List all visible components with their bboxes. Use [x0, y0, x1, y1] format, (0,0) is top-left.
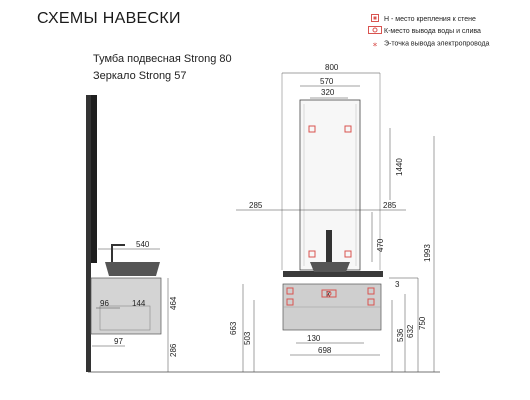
dim-mirror-height: 1440 — [395, 158, 404, 176]
dim-front-698: 698 — [318, 346, 332, 355]
dim-right-offset: 285 — [383, 201, 397, 210]
k-label: К — [326, 290, 331, 299]
water-outlet-icon — [368, 26, 382, 36]
dim-front-663: 663 — [229, 321, 238, 335]
dim-right-3: 3 — [395, 280, 400, 289]
dim-mirror-width: 570 — [320, 77, 334, 86]
dim-side-144: 144 — [132, 299, 146, 308]
dim-right-750: 750 — [418, 316, 427, 330]
dim-front-130: 130 — [307, 334, 321, 343]
dim-side-97: 97 — [114, 337, 123, 346]
electric-outlet-icon: ⁎ — [372, 38, 378, 48]
legend-text: К-место вывода воды и слива — [384, 27, 481, 35]
side-mirror — [91, 95, 97, 263]
mounting-point-icon — [367, 298, 375, 306]
mounting-point-icon — [308, 125, 316, 133]
front-basin — [310, 262, 350, 272]
dim-front-503: 503 — [243, 331, 252, 345]
water-outlet-icon — [326, 291, 332, 296]
dim-side-464: 464 — [169, 296, 178, 310]
dim-right-632: 632 — [406, 324, 415, 338]
dim-top-width: 800 — [325, 63, 339, 72]
legend-text: Э-точка вывода электропровода — [384, 40, 490, 48]
mounting-point-icon — [368, 14, 382, 24]
mounting-markers — [286, 125, 375, 306]
mounting-point-icon — [286, 298, 294, 306]
side-basin — [105, 262, 160, 276]
dim-left-offset: 285 — [249, 201, 263, 210]
drain-pipe — [326, 230, 332, 262]
mounting-point-icon — [286, 287, 294, 295]
side-drawer — [99, 305, 151, 331]
legend-text: Н - место крепления к стене — [384, 15, 476, 23]
countertop — [283, 271, 383, 277]
mounting-point-icon — [344, 125, 352, 133]
dim-right-536: 536 — [396, 328, 405, 342]
faucet-icon — [111, 244, 125, 262]
page-title: СХЕМЫ НАВЕСКИ — [37, 10, 181, 27]
dim-side-286: 286 — [169, 343, 178, 357]
cabinet-model-label: Тумба подвесная Strong 80 — [93, 53, 232, 65]
dim-overall-height: 1993 — [423, 244, 432, 262]
mounting-point-icon — [344, 250, 352, 258]
dim-drain-height: 470 — [376, 238, 385, 252]
water-outlet-icon — [321, 289, 337, 298]
legend-item-mounting: Н - место крепления к стене — [368, 14, 476, 24]
mounting-point-icon — [367, 287, 375, 295]
dim-side-96: 96 — [100, 299, 109, 308]
dim-side-depth: 540 — [136, 240, 150, 249]
mounting-point-icon — [308, 250, 316, 258]
dim-mirror-inner: 320 — [321, 88, 335, 97]
legend-item-electric: ⁎ Э-точка вывода электропровода — [368, 38, 490, 49]
side-wall — [86, 95, 91, 372]
legend-item-water: К-место вывода воды и слива — [368, 26, 481, 36]
mirror-model-label: Зеркало Strong 57 — [93, 70, 187, 82]
